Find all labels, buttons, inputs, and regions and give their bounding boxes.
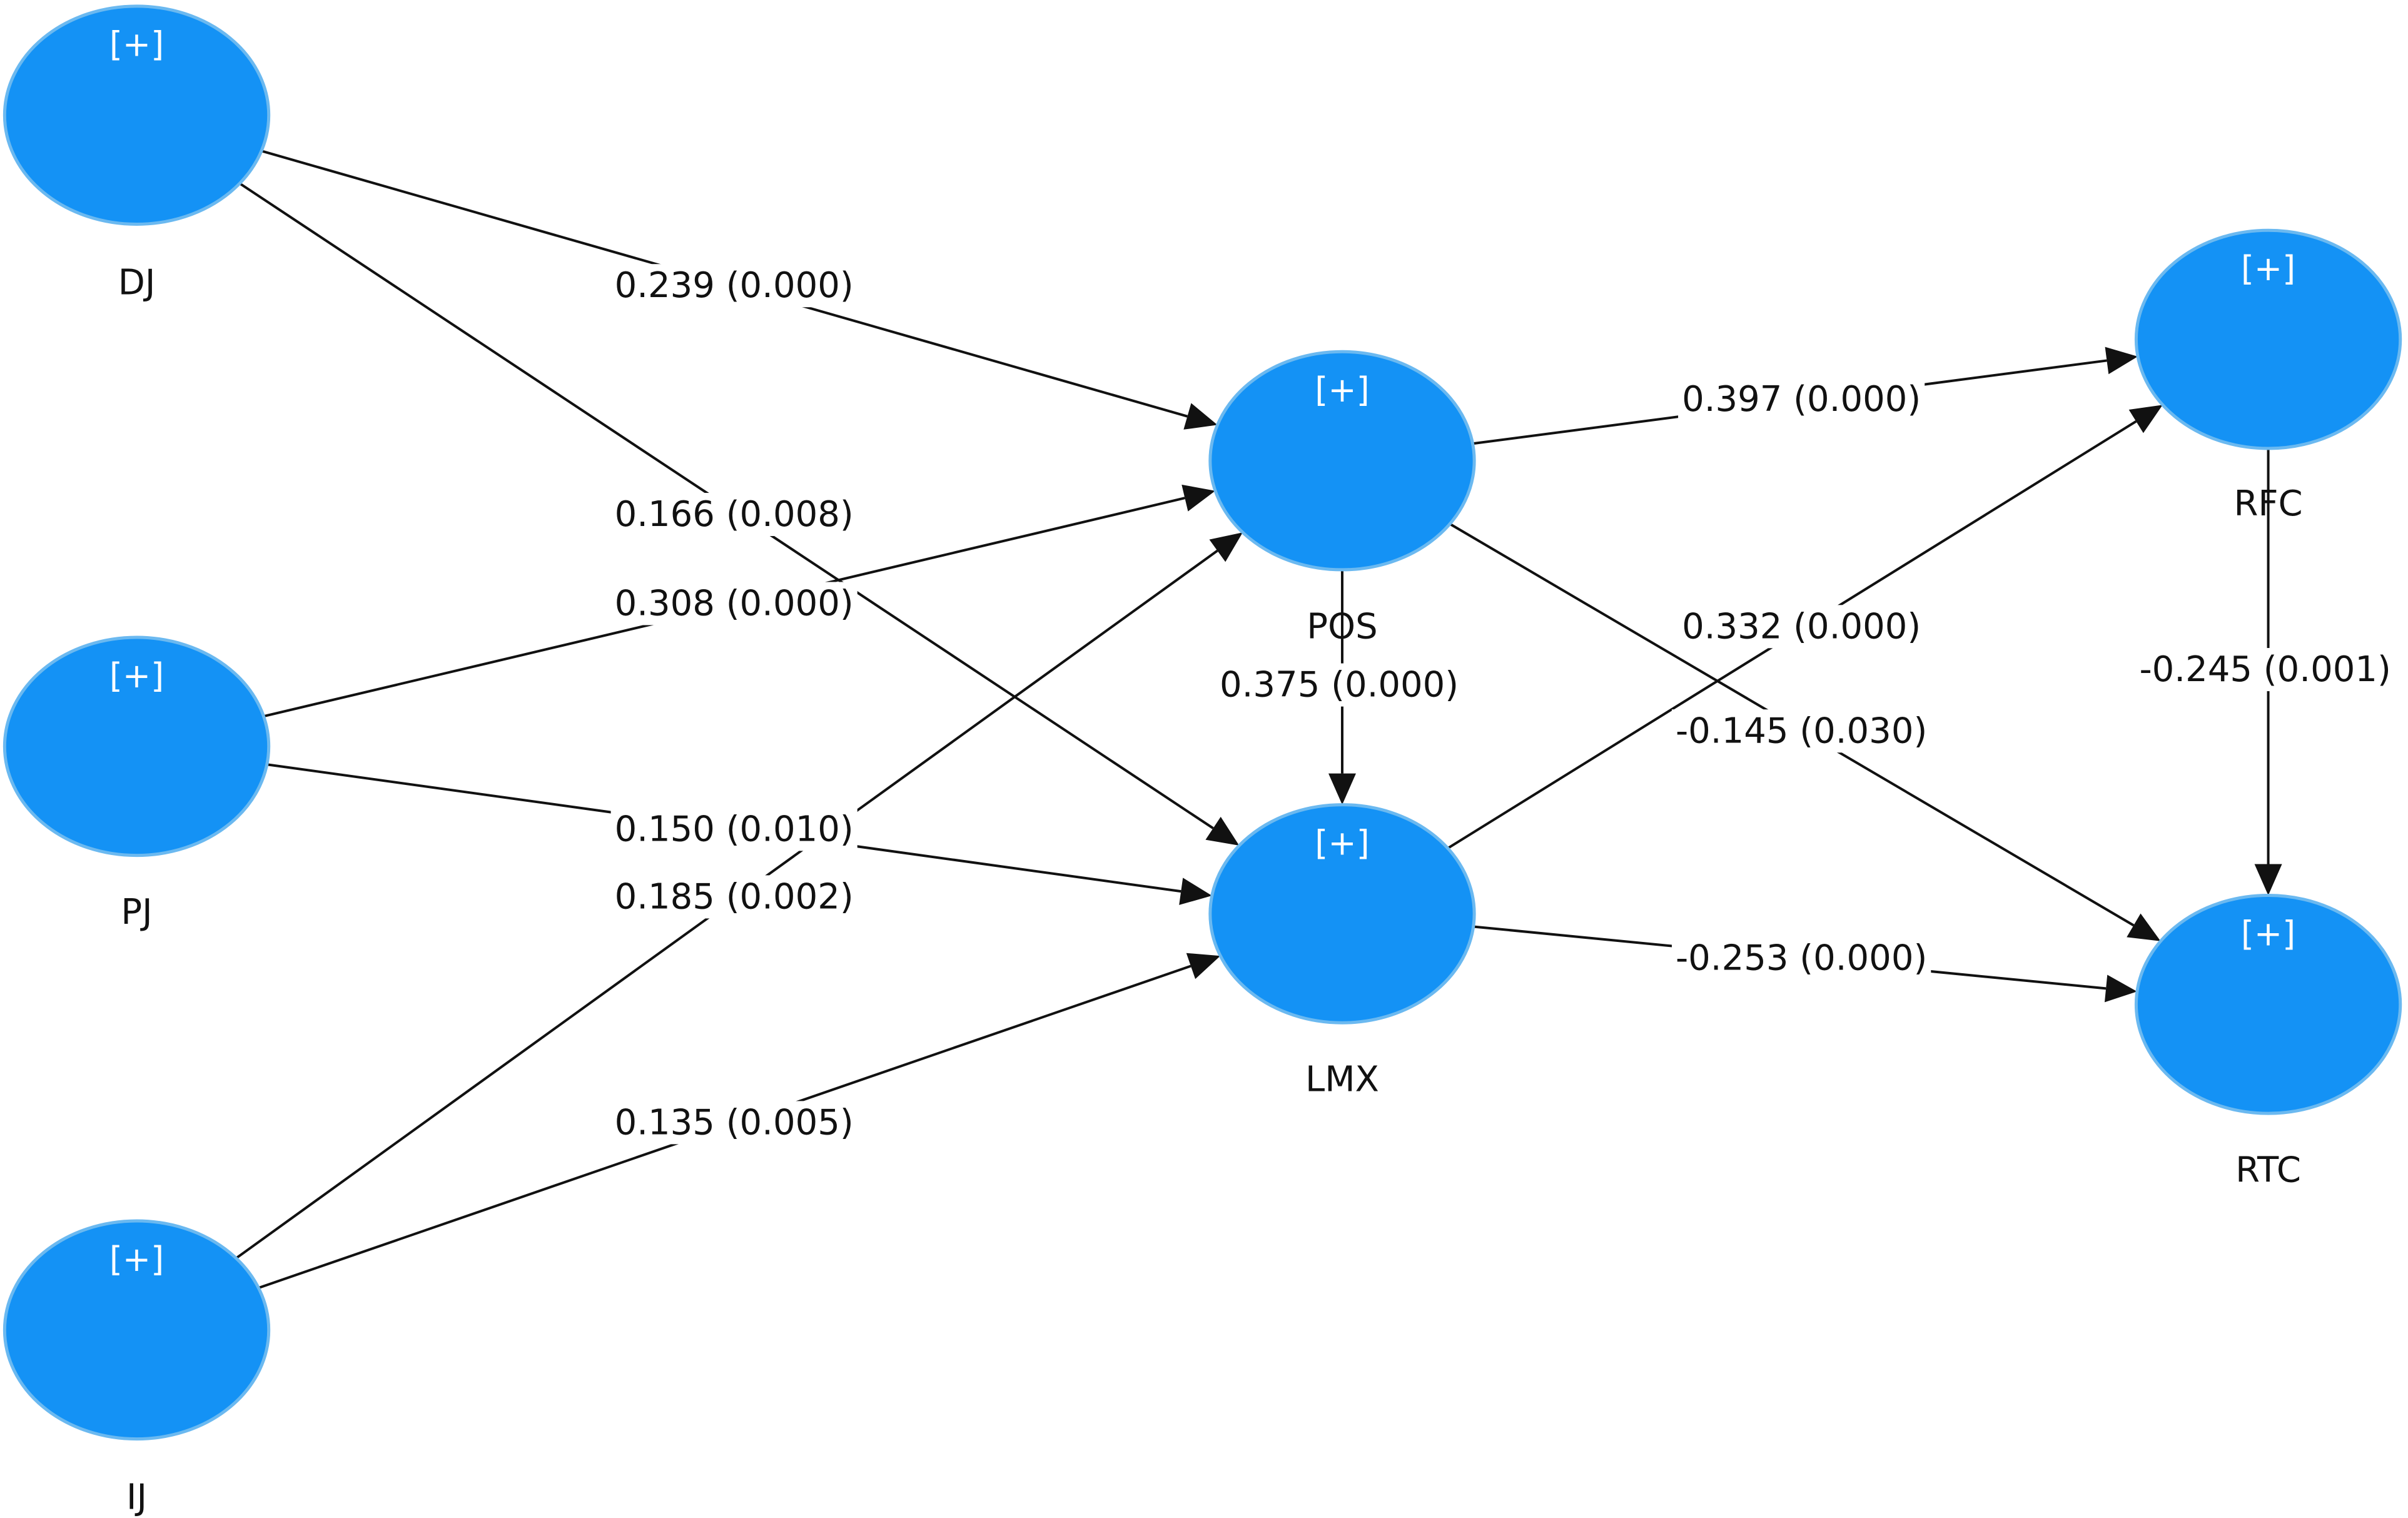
- coefficient-label-background: [610, 264, 857, 308]
- arrow-head-dj-to-lmx: [1205, 816, 1240, 846]
- paths-layer: [235, 149, 2282, 1289]
- coefficient-label-lmx-to-rtc[interactable]: -0.253 (0.000): [1671, 936, 1931, 980]
- coefficient-label-background: [1216, 663, 1463, 707]
- coefficient-text: 0.185 (0.002): [615, 876, 854, 917]
- coefficient-label-dj-to-lmx[interactable]: 0.166 (0.008): [610, 493, 857, 537]
- node-rfc[interactable]: [+]: [2134, 228, 2402, 450]
- expand-toggle[interactable]: [+]: [1315, 370, 1369, 410]
- coefficient-text: -0.145 (0.030): [1676, 711, 1927, 751]
- arrow-head-pj-to-lmx: [1179, 878, 1212, 905]
- construct-ellipse[interactable]: [3, 1219, 271, 1441]
- construct-label: POS: [1307, 606, 1377, 647]
- coefficient-label-dj-to-pos[interactable]: 0.239 (0.000): [610, 264, 857, 308]
- node-pj[interactable]: [+]: [3, 635, 271, 858]
- coefficient-label-pos-to-rfc[interactable]: 0.397 (0.000): [1678, 377, 1925, 421]
- construct-label: DJ: [118, 262, 156, 303]
- coefficient-label-background: [1671, 709, 1931, 753]
- construct-label: RTC: [2235, 1150, 2301, 1190]
- arrow-head-ij-to-lmx: [1186, 953, 1221, 979]
- coefficient-label-background: [610, 807, 857, 851]
- coefficient-labels-layer: 0.239 (0.000) 0.166 (0.008) 0.308 (0.000) 0…: [610, 264, 2395, 1145]
- coefficient-text: -0.253 (0.000): [1676, 938, 1927, 979]
- coefficient-text: 0.135 (0.005): [615, 1102, 854, 1143]
- coefficient-label-ij-to-pos[interactable]: 0.185 (0.002): [610, 875, 857, 919]
- expand-toggle[interactable]: [+]: [2241, 914, 2295, 953]
- coefficient-text: 0.308 (0.000): [615, 583, 854, 624]
- expand-toggle[interactable]: [+]: [109, 656, 164, 696]
- arrow-head-pj-to-pos: [1181, 484, 1216, 512]
- arrow-head-lmx-to-rfc: [2128, 405, 2163, 433]
- coefficient-label-rfc-to-rtc[interactable]: -0.245 (0.001): [2135, 648, 2395, 692]
- expand-toggle[interactable]: [+]: [1315, 823, 1369, 863]
- coefficient-text: 0.239 (0.000): [615, 265, 854, 306]
- node-dj[interactable]: [+]: [3, 4, 271, 226]
- arrow-head-rfc-to-rtc: [2254, 864, 2282, 896]
- nodes-layer: [+] DJ [+] PJ [+] IJ [+] POS [+] LMX [+] RFC [+] RTC: [3, 4, 2402, 1517]
- coefficient-text: 0.166 (0.008): [615, 494, 854, 535]
- construct-ellipse[interactable]: [3, 635, 271, 858]
- coefficient-label-background: [610, 582, 857, 625]
- coefficient-label-lmx-to-rfc[interactable]: 0.332 (0.000): [1678, 605, 1925, 649]
- arrow-head-lmx-to-rtc: [2104, 974, 2137, 1003]
- coefficient-text: 0.375 (0.000): [1220, 665, 1459, 706]
- expand-toggle[interactable]: [+]: [109, 25, 164, 64]
- node-ij[interactable]: [+]: [3, 1219, 271, 1441]
- coefficient-label-background: [610, 875, 857, 919]
- node-lmx[interactable]: [+]: [1208, 803, 1476, 1025]
- coefficient-label-pj-to-lmx[interactable]: 0.150 (0.010): [610, 807, 857, 851]
- coefficient-text: 0.397 (0.000): [1682, 379, 1921, 420]
- arrow-head-ij-to-pos: [1209, 532, 1243, 562]
- arrow-head-pos-to-lmx: [1328, 773, 1356, 805]
- coefficient-label-pos-to-lmx[interactable]: 0.375 (0.000): [1216, 663, 1463, 707]
- coefficient-text: 0.150 (0.010): [615, 809, 854, 849]
- expand-toggle[interactable]: [+]: [2241, 249, 2295, 288]
- node-pos[interactable]: [+]: [1208, 350, 1476, 572]
- expand-toggle[interactable]: [+]: [109, 1240, 164, 1279]
- construct-label: LMX: [1305, 1060, 1379, 1100]
- coefficient-label-pj-to-pos[interactable]: 0.308 (0.000): [610, 582, 857, 625]
- arrow-head-pos-to-rfc: [2105, 347, 2138, 375]
- arrow-head-dj-to-pos: [1183, 403, 1218, 430]
- construct-ellipse[interactable]: [1208, 803, 1476, 1025]
- coefficient-label-ij-to-lmx[interactable]: 0.135 (0.005): [610, 1101, 857, 1145]
- construct-ellipse[interactable]: [2134, 228, 2402, 450]
- node-rtc[interactable]: [+]: [2134, 893, 2402, 1115]
- construct-label: RFC: [2233, 483, 2302, 524]
- coefficient-label-pos-to-rtc[interactable]: -0.145 (0.030): [1671, 709, 1931, 753]
- coefficient-label-background: [1671, 936, 1931, 980]
- coefficient-text: -0.245 (0.001): [2139, 649, 2390, 690]
- coefficient-label-background: [610, 1101, 857, 1145]
- coefficient-label-background: [2135, 648, 2395, 692]
- arrow-head-pos-to-rtc: [2127, 913, 2161, 941]
- coefficient-text: 0.332 (0.000): [1682, 606, 1921, 647]
- construct-label: IJ: [126, 1477, 147, 1517]
- coefficient-label-background: [610, 493, 857, 537]
- construct-label: PJ: [121, 892, 152, 933]
- construct-ellipse[interactable]: [2134, 893, 2402, 1115]
- construct-ellipse[interactable]: [3, 4, 271, 226]
- coefficient-label-background: [1678, 605, 1925, 649]
- construct-ellipse[interactable]: [1208, 350, 1476, 572]
- coefficient-label-background: [1678, 377, 1925, 421]
